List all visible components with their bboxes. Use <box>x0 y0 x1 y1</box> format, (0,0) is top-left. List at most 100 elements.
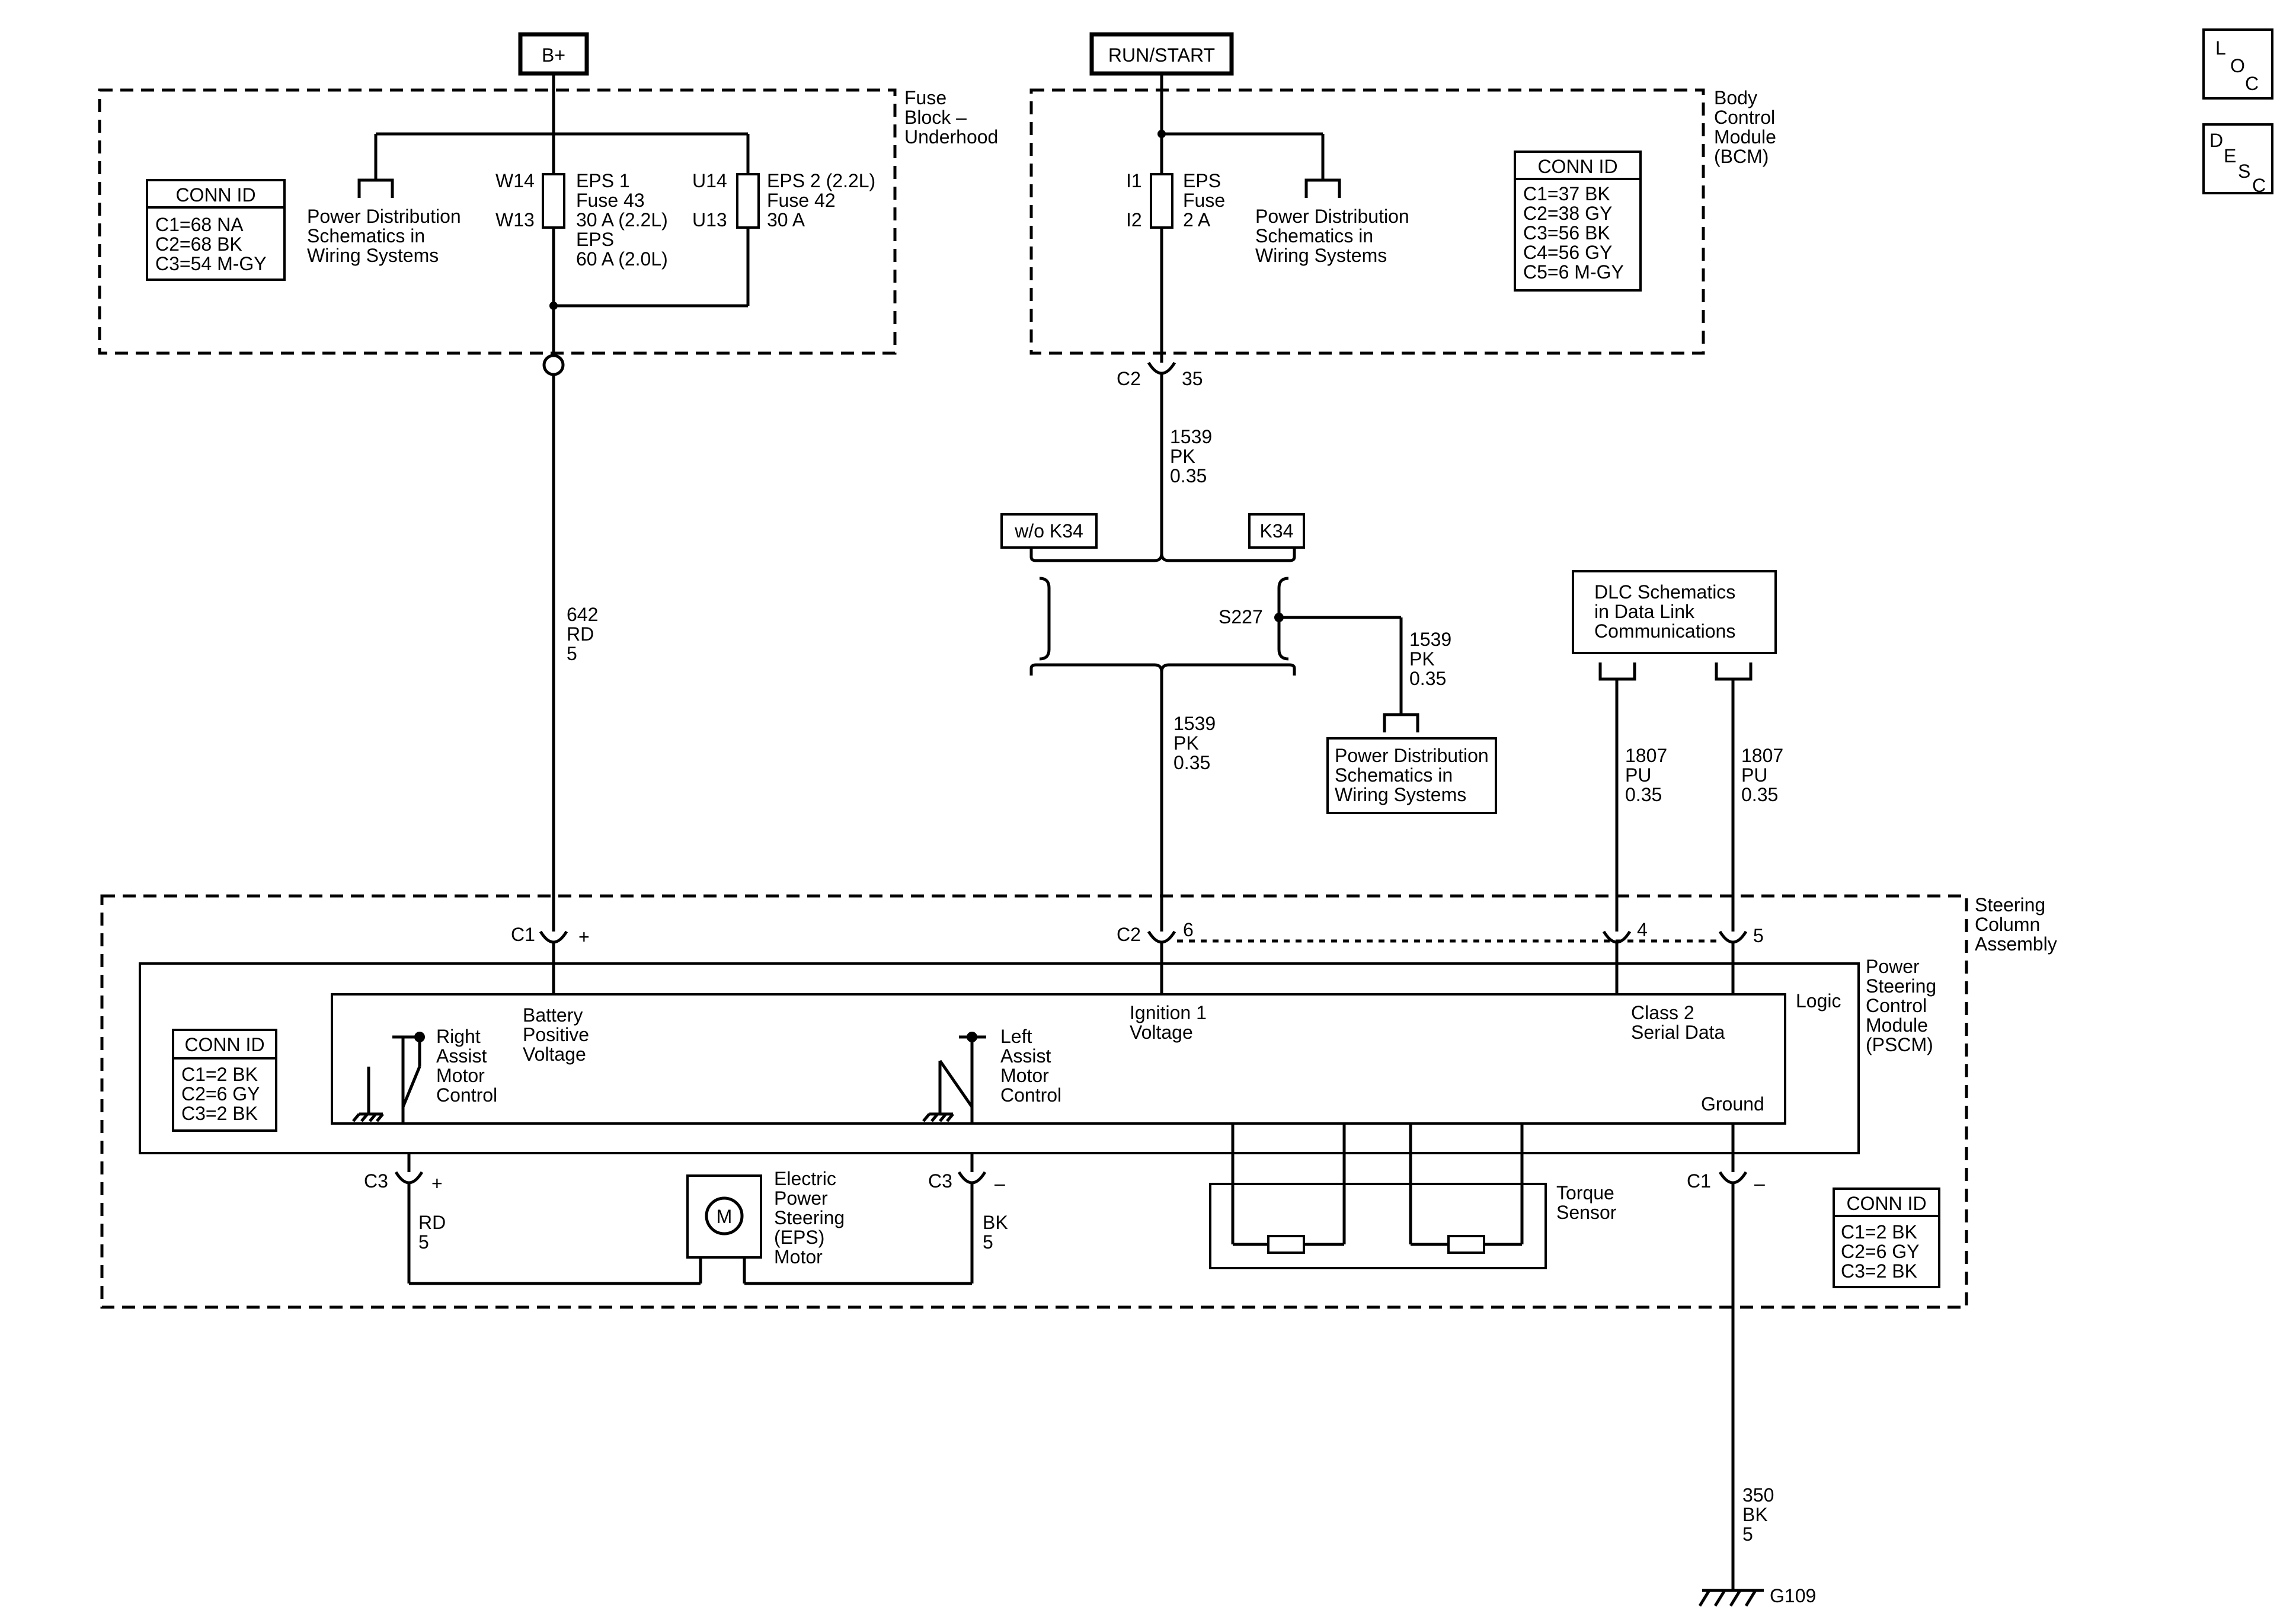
svg-text:S: S <box>2238 161 2250 182</box>
svg-text:Schematics in: Schematics in <box>1335 764 1453 786</box>
pscm-box <box>139 962 1860 1154</box>
svg-text:Voltage: Voltage <box>523 1044 586 1065</box>
fuse-eps1-label: EPS 1 Fuse 43 30 A (2.2L) EPS 60 A (2.0L… <box>576 170 668 270</box>
loc-icon[interactable]: L O C <box>2202 28 2273 100</box>
svg-text:Serial Data: Serial Data <box>1631 1022 1725 1043</box>
svg-text:(PSCM): (PSCM) <box>1866 1034 1933 1055</box>
svg-text:642: 642 <box>567 604 598 625</box>
svg-text:Fuse: Fuse <box>1183 190 1225 211</box>
svg-text:Right: Right <box>436 1026 481 1047</box>
svg-text:Fuse 42: Fuse 42 <box>767 190 836 211</box>
svg-text:L: L <box>2215 37 2226 59</box>
fuse-eps2-label: EPS 2 (2.2L) Fuse 42 30 A <box>767 170 875 231</box>
svg-text:Steering: Steering <box>1866 975 1936 997</box>
fuse-eps2-pin-top: U14 <box>692 170 727 191</box>
svg-text:Control: Control <box>1000 1084 1061 1106</box>
svg-text:C1=68 NA: C1=68 NA <box>155 214 244 235</box>
svg-text:Assist: Assist <box>1000 1045 1051 1067</box>
svg-text:Electric: Electric <box>774 1168 836 1189</box>
svg-text:Communications: Communications <box>1594 620 1735 642</box>
svg-text:CONN ID: CONN ID <box>184 1034 264 1055</box>
right-assist-label: Right Assist Motor Control <box>436 1026 497 1106</box>
bcm-title: Body Control Module (BCM) <box>1714 87 1776 167</box>
battery-source-label: B+ <box>542 44 565 66</box>
fuse-block-power-dist-ref[interactable]: Power Distribution Schematics in Wiring … <box>307 206 461 266</box>
svg-text:Assembly: Assembly <box>1975 933 2057 955</box>
fuse-eps2-pin-bottom: U13 <box>692 209 727 231</box>
pscm-logic-label: Logic <box>1796 990 1841 1012</box>
svg-text:C2: C2 <box>1117 368 1141 389</box>
svg-text:–: – <box>994 1173 1005 1194</box>
svg-text:C3=2 BK: C3=2 BK <box>181 1103 258 1124</box>
svg-text:1539: 1539 <box>1409 629 1451 650</box>
svg-text:C: C <box>2245 73 2259 94</box>
ignition-source: RUN/START <box>1089 32 1234 76</box>
svg-text:K34: K34 <box>1260 520 1294 542</box>
bcm-power-dist-ref[interactable]: Power Distribution Schematics in Wiring … <box>1255 206 1409 266</box>
svg-text:+: + <box>578 926 590 948</box>
ground-g109-label: G109 <box>1770 1585 1816 1606</box>
svg-text:0.35: 0.35 <box>1625 784 1662 805</box>
bcm-fuse-symbol <box>1150 173 1173 229</box>
fuse-block-terminal <box>542 354 565 376</box>
svg-text:5: 5 <box>567 643 577 664</box>
svg-text:CONN ID: CONN ID <box>1846 1193 1926 1214</box>
svg-text:C1=2 BK: C1=2 BK <box>181 1064 258 1085</box>
svg-text:C: C <box>2252 175 2266 196</box>
svg-text:Power Distribution: Power Distribution <box>1255 206 1409 227</box>
svg-text:2 A: 2 A <box>1183 209 1211 231</box>
desc-icon[interactable]: D E S C <box>2202 123 2273 196</box>
svg-text:C3=54 M-GY: C3=54 M-GY <box>155 253 267 274</box>
right-assist-switch <box>352 1032 425 1124</box>
pscm-battery-voltage-label: Battery Positive Voltage <box>523 1004 589 1065</box>
torque-sensor <box>1209 1124 1547 1269</box>
svg-text:(EPS): (EPS) <box>774 1227 824 1248</box>
svg-text:Power Distribution: Power Distribution <box>1335 745 1489 766</box>
svg-text:Column: Column <box>1975 914 2040 935</box>
svg-text:Control: Control <box>1866 995 1927 1016</box>
pscm-conn-id-left: CONN ID C1=2 BK C2=6 GY C3=2 BK <box>172 1029 277 1132</box>
bcm-fuse-pin-bottom: I2 <box>1126 209 1142 231</box>
svg-text:Motor: Motor <box>1000 1065 1049 1086</box>
svg-text:1807: 1807 <box>1625 745 1667 766</box>
wire-motor-pos-label: RD 5 <box>418 1212 446 1253</box>
fuse-eps1-symbol <box>542 173 565 229</box>
svg-text:5: 5 <box>983 1231 993 1253</box>
battery-source: B+ <box>518 32 589 76</box>
svg-text:Left: Left <box>1000 1026 1032 1047</box>
svg-text:Ignition 1: Ignition 1 <box>1130 1002 1207 1023</box>
dlc-ref-box[interactable]: DLC Schematics in Data Link Communicatio… <box>1572 570 1777 654</box>
pscm-conn-id-right: CONN ID C1=2 BK C2=6 GY C3=2 BK <box>1833 1188 1940 1288</box>
splice-s227-label: S227 <box>1219 606 1263 628</box>
wire-1807-right-label: 1807 PU 0.35 <box>1741 745 1783 805</box>
svg-text:Battery: Battery <box>523 1004 583 1026</box>
motor-symbol-label: M <box>717 1206 733 1227</box>
pscm-ignition-voltage-label: Ignition 1 Voltage <box>1130 1002 1207 1043</box>
svg-text:C2: C2 <box>1117 924 1141 945</box>
connector-c1-ground: C1 – <box>1687 1124 1765 1590</box>
svg-text:Power: Power <box>774 1188 828 1209</box>
svg-text:C1: C1 <box>1687 1170 1711 1192</box>
steering-column-title: Steering Column Assembly <box>1975 894 2057 955</box>
power-dist-ref-box[interactable]: Power Distribution Schematics in Wiring … <box>1326 737 1497 814</box>
svg-text:in Data Link: in Data Link <box>1594 601 1695 622</box>
svg-text:Wiring Systems: Wiring Systems <box>1255 245 1387 266</box>
svg-text:(BCM): (BCM) <box>1714 146 1769 167</box>
svg-text:E: E <box>2224 145 2236 167</box>
svg-text:Module: Module <box>1866 1014 1928 1036</box>
bcm-boundary <box>1029 88 1705 355</box>
svg-text:D: D <box>2209 130 2223 151</box>
svg-text:Steering: Steering <box>774 1207 845 1228</box>
option-with-k34: K34 <box>1248 513 1305 549</box>
connector-c2-pin5: 5 <box>1718 925 1764 994</box>
svg-text:RD: RD <box>567 623 594 645</box>
bcm-fuse-pin-top: I1 <box>1126 170 1142 191</box>
svg-text:Power Distribution: Power Distribution <box>307 206 461 227</box>
eps-motor: M <box>686 1174 762 1259</box>
svg-text:5: 5 <box>1742 1523 1753 1545</box>
svg-text:0.35: 0.35 <box>1173 752 1210 773</box>
svg-text:6: 6 <box>1183 919 1194 940</box>
svg-text:1807: 1807 <box>1741 745 1783 766</box>
svg-text:RD: RD <box>418 1212 446 1233</box>
fuse-block-title: Fuse Block – Underhood <box>904 87 998 148</box>
